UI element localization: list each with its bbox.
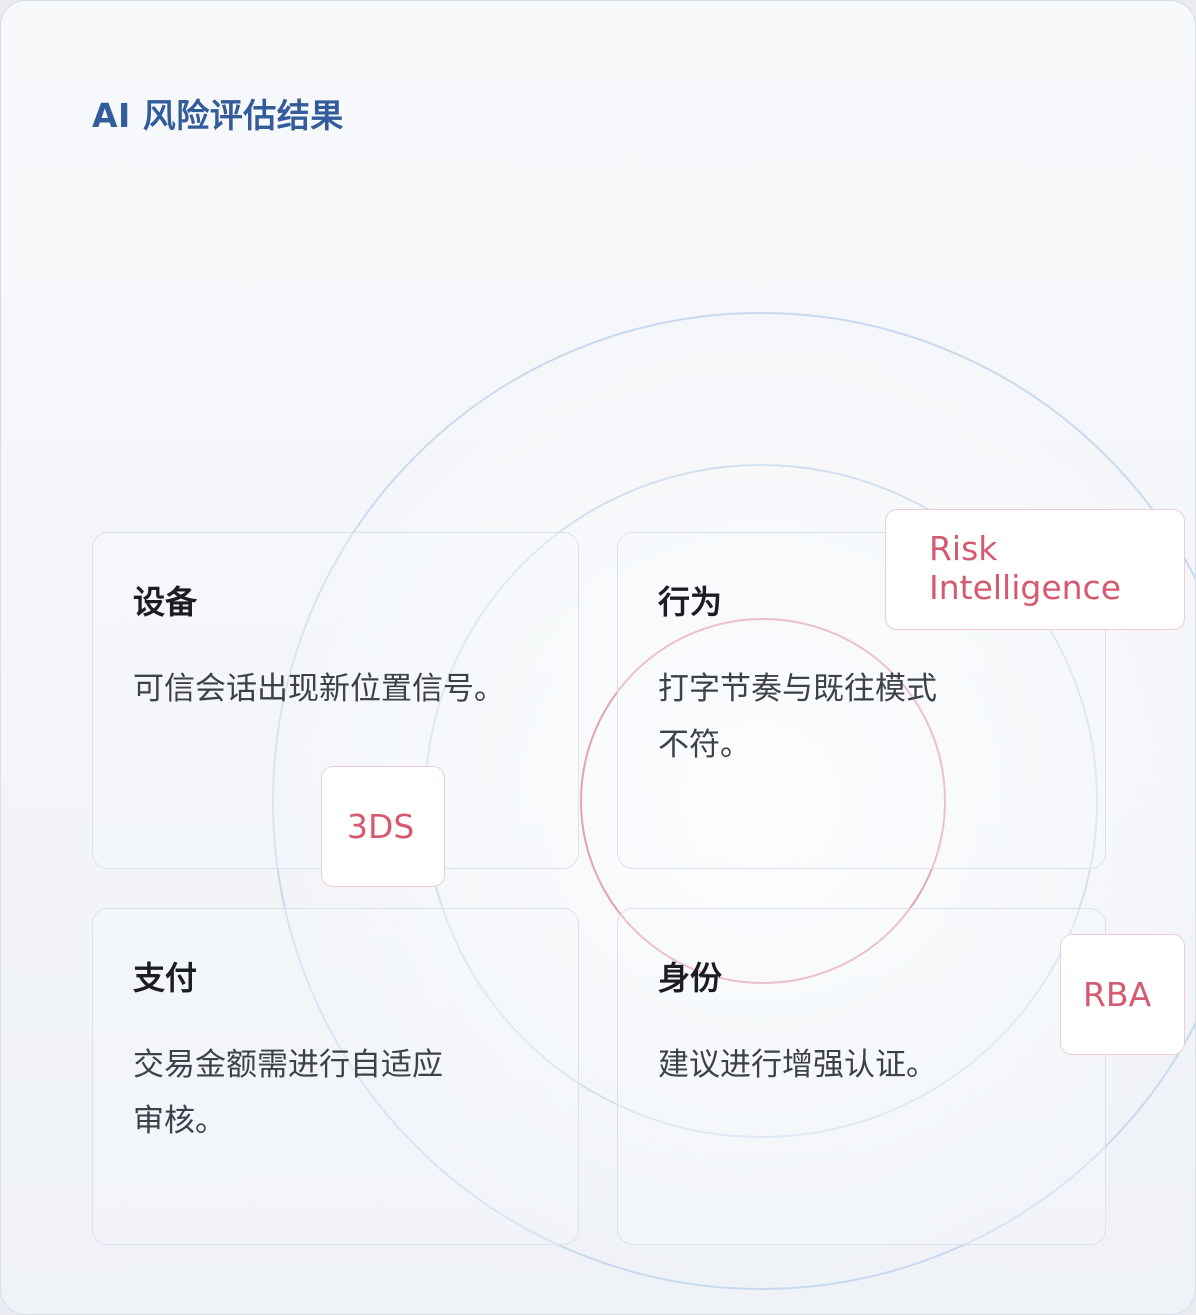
card-payment[interactable]: 支付 交易金额需进行自适应 审核。 [92, 908, 579, 1245]
card-behavior-text: 打字节奏与既往模式 不符。 [658, 661, 937, 773]
tag-3ds: 3DS [321, 766, 445, 887]
card-identity[interactable]: 身份 建议进行增强认证。 [617, 908, 1106, 1245]
tag-risk-intelligence-line1: Risk [929, 529, 998, 568]
card-payment-line: 审核。 [133, 1103, 226, 1139]
tag-rba-label: RBA [1083, 975, 1152, 1014]
card-device-title: 设备 [133, 583, 198, 621]
tag-3ds-label: 3DS [347, 807, 415, 846]
tag-risk-intelligence: Risk Intelligence [885, 509, 1185, 630]
card-device-line: 可信会话出现新位置信号。 [133, 671, 505, 707]
card-behavior-line: 打字节奏与既往模式 [658, 671, 937, 707]
tag-risk-intelligence-line2: Intelligence [929, 568, 1122, 607]
card-identity-line: 建议进行增强认证。 [658, 1047, 937, 1083]
card-payment-text: 交易金额需进行自适应 审核。 [133, 1037, 443, 1149]
panel-title: AI 风险评估结果 [92, 96, 344, 135]
card-payment-title: 支付 [133, 959, 198, 997]
card-identity-title: 身份 [658, 959, 723, 997]
card-behavior-line: 不符。 [658, 727, 751, 763]
card-behavior-title: 行为 [658, 583, 723, 621]
card-identity-text: 建议进行增强认证。 [658, 1037, 937, 1093]
tag-rba: RBA [1060, 934, 1185, 1055]
card-device-text: 可信会话出现新位置信号。 [133, 661, 505, 717]
card-payment-line: 交易金额需进行自适应 [133, 1047, 443, 1083]
card-device[interactable]: 设备 可信会话出现新位置信号。 [92, 532, 579, 869]
